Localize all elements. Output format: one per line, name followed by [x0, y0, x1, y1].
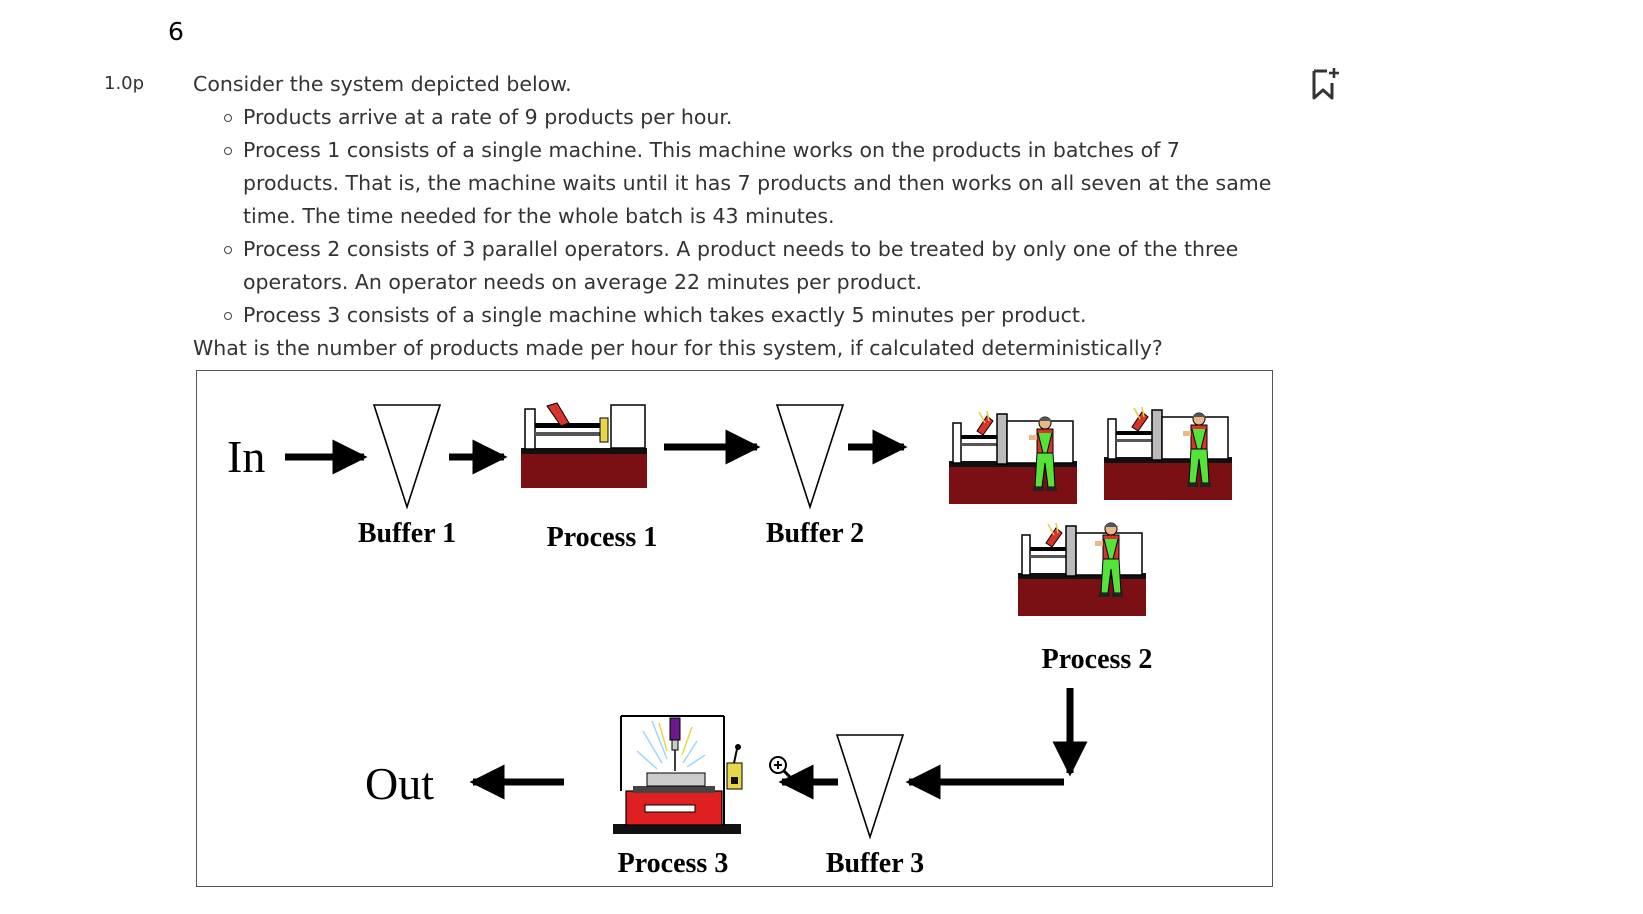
bullet-process-3: Process 3 consists of a single machine w… — [224, 299, 1273, 332]
system-diagram[interactable]: In Buffer 1 Process 1 Buffer 2 — [196, 370, 1273, 887]
question-text: Consider the system depicted below. Prod… — [193, 68, 1273, 365]
process-2-operators-icon — [948, 406, 1233, 617]
buffer-3-triangle-icon — [835, 734, 905, 840]
out-label: Out — [365, 758, 434, 809]
buffer-2-label: Buffer 2 — [766, 518, 864, 549]
process-1-machine-icon — [521, 402, 647, 488]
in-label: In — [227, 431, 265, 482]
question-number: 6 — [168, 17, 184, 46]
bullet-arrival-rate: Products arrive at a rate of 9 products … — [224, 101, 1273, 134]
process-2-label: Process 2 — [1042, 644, 1153, 675]
bullet-process-1: Process 1 consists of a single machine. … — [224, 134, 1273, 233]
zoom-in-icon[interactable] — [769, 756, 793, 780]
buffer-2-triangle-icon — [775, 404, 845, 510]
bullet-process-2: Process 2 consists of 3 parallel operato… — [224, 233, 1273, 299]
question-bullets: Products arrive at a rate of 9 products … — [193, 101, 1273, 332]
process-3-label: Process 3 — [618, 848, 729, 879]
process-1-label: Process 1 — [547, 522, 658, 553]
bookmark-add-icon[interactable] — [1310, 66, 1340, 102]
buffer-1-label: Buffer 1 — [358, 518, 456, 549]
process-3-machine-icon — [613, 715, 743, 834]
question-points: 1.0p — [104, 73, 145, 94]
question-intro: Consider the system depicted below. — [193, 72, 572, 96]
buffer-3-label: Buffer 3 — [826, 848, 924, 879]
question-prompt: What is the number of products made per … — [193, 336, 1163, 360]
buffer-1-triangle-icon — [372, 404, 442, 510]
